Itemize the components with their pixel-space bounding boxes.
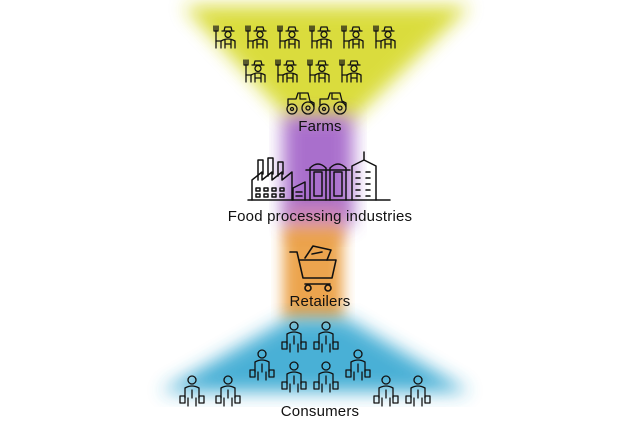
consumer-icon (281, 361, 307, 393)
consumer-icon (345, 349, 371, 381)
farms-label: Farms (298, 118, 342, 135)
farmer-icon (275, 59, 298, 83)
tractor-icon (286, 92, 315, 115)
consumer-icon (313, 321, 339, 353)
shopping-cart-icon (289, 245, 337, 292)
consumer-icon (313, 361, 339, 393)
industries-label: Food processing industries (227, 208, 413, 225)
farmer-icon (341, 25, 364, 49)
farmers-group (213, 25, 396, 83)
farmer-icon (243, 59, 266, 83)
farmer-icon (307, 59, 330, 83)
farmer-icon (277, 25, 300, 49)
farmer-icon (245, 25, 268, 49)
consumers-label: Consumers (280, 403, 360, 420)
consumer-icon (281, 321, 307, 353)
factory-icon (247, 151, 391, 201)
farmer-icon (213, 25, 236, 49)
farmer-icon (309, 25, 332, 49)
farms-band (183, 6, 470, 120)
consumer-icon (405, 375, 431, 407)
consumer-icon (179, 375, 205, 407)
consumer-icon (215, 375, 241, 407)
consumers-group (179, 321, 431, 407)
consumer-icon (373, 375, 399, 407)
consumers-band (160, 318, 470, 392)
retailers-label: Retailers (289, 293, 351, 310)
tractors-group (286, 92, 347, 115)
farmer-icon (373, 25, 396, 49)
tractor-icon (318, 92, 347, 115)
farmer-icon (339, 59, 362, 83)
consumer-icon (249, 349, 275, 381)
